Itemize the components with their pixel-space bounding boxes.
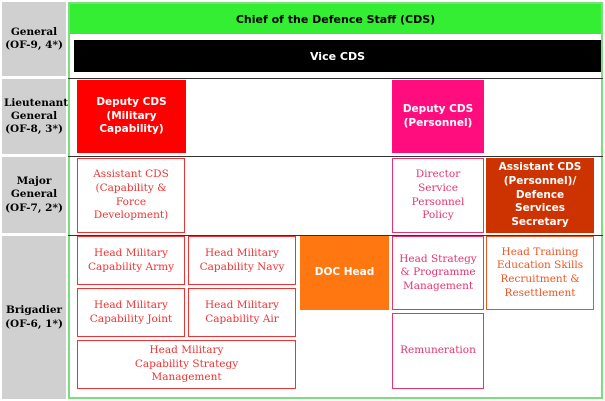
vice-cds-label: Vice CDS [309, 49, 366, 63]
head-air-label: Head Military Capability Air [205, 298, 279, 325]
rank-code: (OF-6, 1*) [5, 317, 63, 330]
rank-brigadier: Brigadier(OF-6, 1*) [2, 236, 66, 399]
head-army-label: Head Military Capability Army [87, 246, 175, 273]
remuneration-label: Remuneration [400, 344, 476, 357]
vice-cds-box: Vice CDS [74, 40, 601, 72]
doc-head-box: DOC Head [300, 236, 389, 310]
head-strategy-management-box: Head Military Capability Strategy Manage… [77, 340, 296, 389]
assistant-cds-personnel-label: Assistant CDS (Personnel)/ Defence Servi… [498, 161, 582, 228]
director-personnel-box: Director Service Personnel Policy [392, 158, 484, 233]
head-navy-box: Head Military Capability Navy [188, 236, 296, 285]
head-joint-box: Head Military Capability Joint [77, 288, 185, 337]
deputy-cds-capability-label: Deputy CDS (Military Capability) [96, 96, 167, 136]
head-joint-label: Head Military Capability Joint [89, 298, 173, 325]
rank-code: (OF-8, 3*) [5, 123, 63, 136]
rank-general: General(OF-9, 4*) [2, 2, 66, 76]
rank-code: (OF-7, 2*) [5, 201, 63, 214]
head-strategy-management-label: Head Military Capability Strategy Manage… [134, 344, 239, 384]
doc-head-label: DOC Head [314, 266, 375, 279]
assistant-cds-personnel-box: Assistant CDS (Personnel)/ Defence Servi… [486, 158, 594, 233]
head-navy-label: Head Military Capability Navy [199, 246, 285, 273]
rank-title: General [10, 25, 58, 38]
deputy-cds-personnel-box: Deputy CDS (Personnel) [392, 80, 484, 153]
assistant-cds-capability-box: Assistant CDS (Capability & Force Develo… [77, 158, 185, 233]
rank-major-general: Major General(OF-7, 2*) [2, 157, 66, 233]
deputy-cds-personnel-label: Deputy CDS (Personnel) [402, 102, 474, 129]
assistant-cds-capability-label: Assistant CDS (Capability & Force Develo… [93, 168, 169, 222]
deputy-cds-capability-box: Deputy CDS (Military Capability) [77, 80, 186, 153]
head-strategy-programme-box: Head Strategy & Programme Management [392, 236, 484, 310]
head-strategy-programme-label: Head Strategy & Programme Management [399, 252, 477, 292]
rank-divider [68, 235, 603, 236]
rank-divider [68, 78, 603, 79]
cds-label: Chief of the Defence Staff (CDS) [235, 12, 436, 26]
head-training-box: Head Training Education Skills Recruitme… [486, 236, 594, 310]
head-army-box: Head Military Capability Army [77, 236, 185, 285]
cds-box: Chief of the Defence Staff (CDS) [70, 4, 601, 34]
rank-title: Major General [10, 175, 58, 201]
rank-divider [68, 156, 603, 157]
director-personnel-label: Director Service Personnel Policy [411, 168, 465, 222]
rank-title: Lieutenant General [4, 96, 69, 122]
head-training-label: Head Training Education Skills Recruitme… [496, 245, 584, 299]
rank-code: (OF-9, 4*) [5, 39, 63, 51]
remuneration-box: Remuneration [392, 313, 484, 389]
rank-lieutenant-general: Lieutenant General(OF-8, 3*) [2, 79, 69, 154]
head-air-box: Head Military Capability Air [188, 288, 296, 337]
rank-title: Brigadier [5, 304, 63, 317]
